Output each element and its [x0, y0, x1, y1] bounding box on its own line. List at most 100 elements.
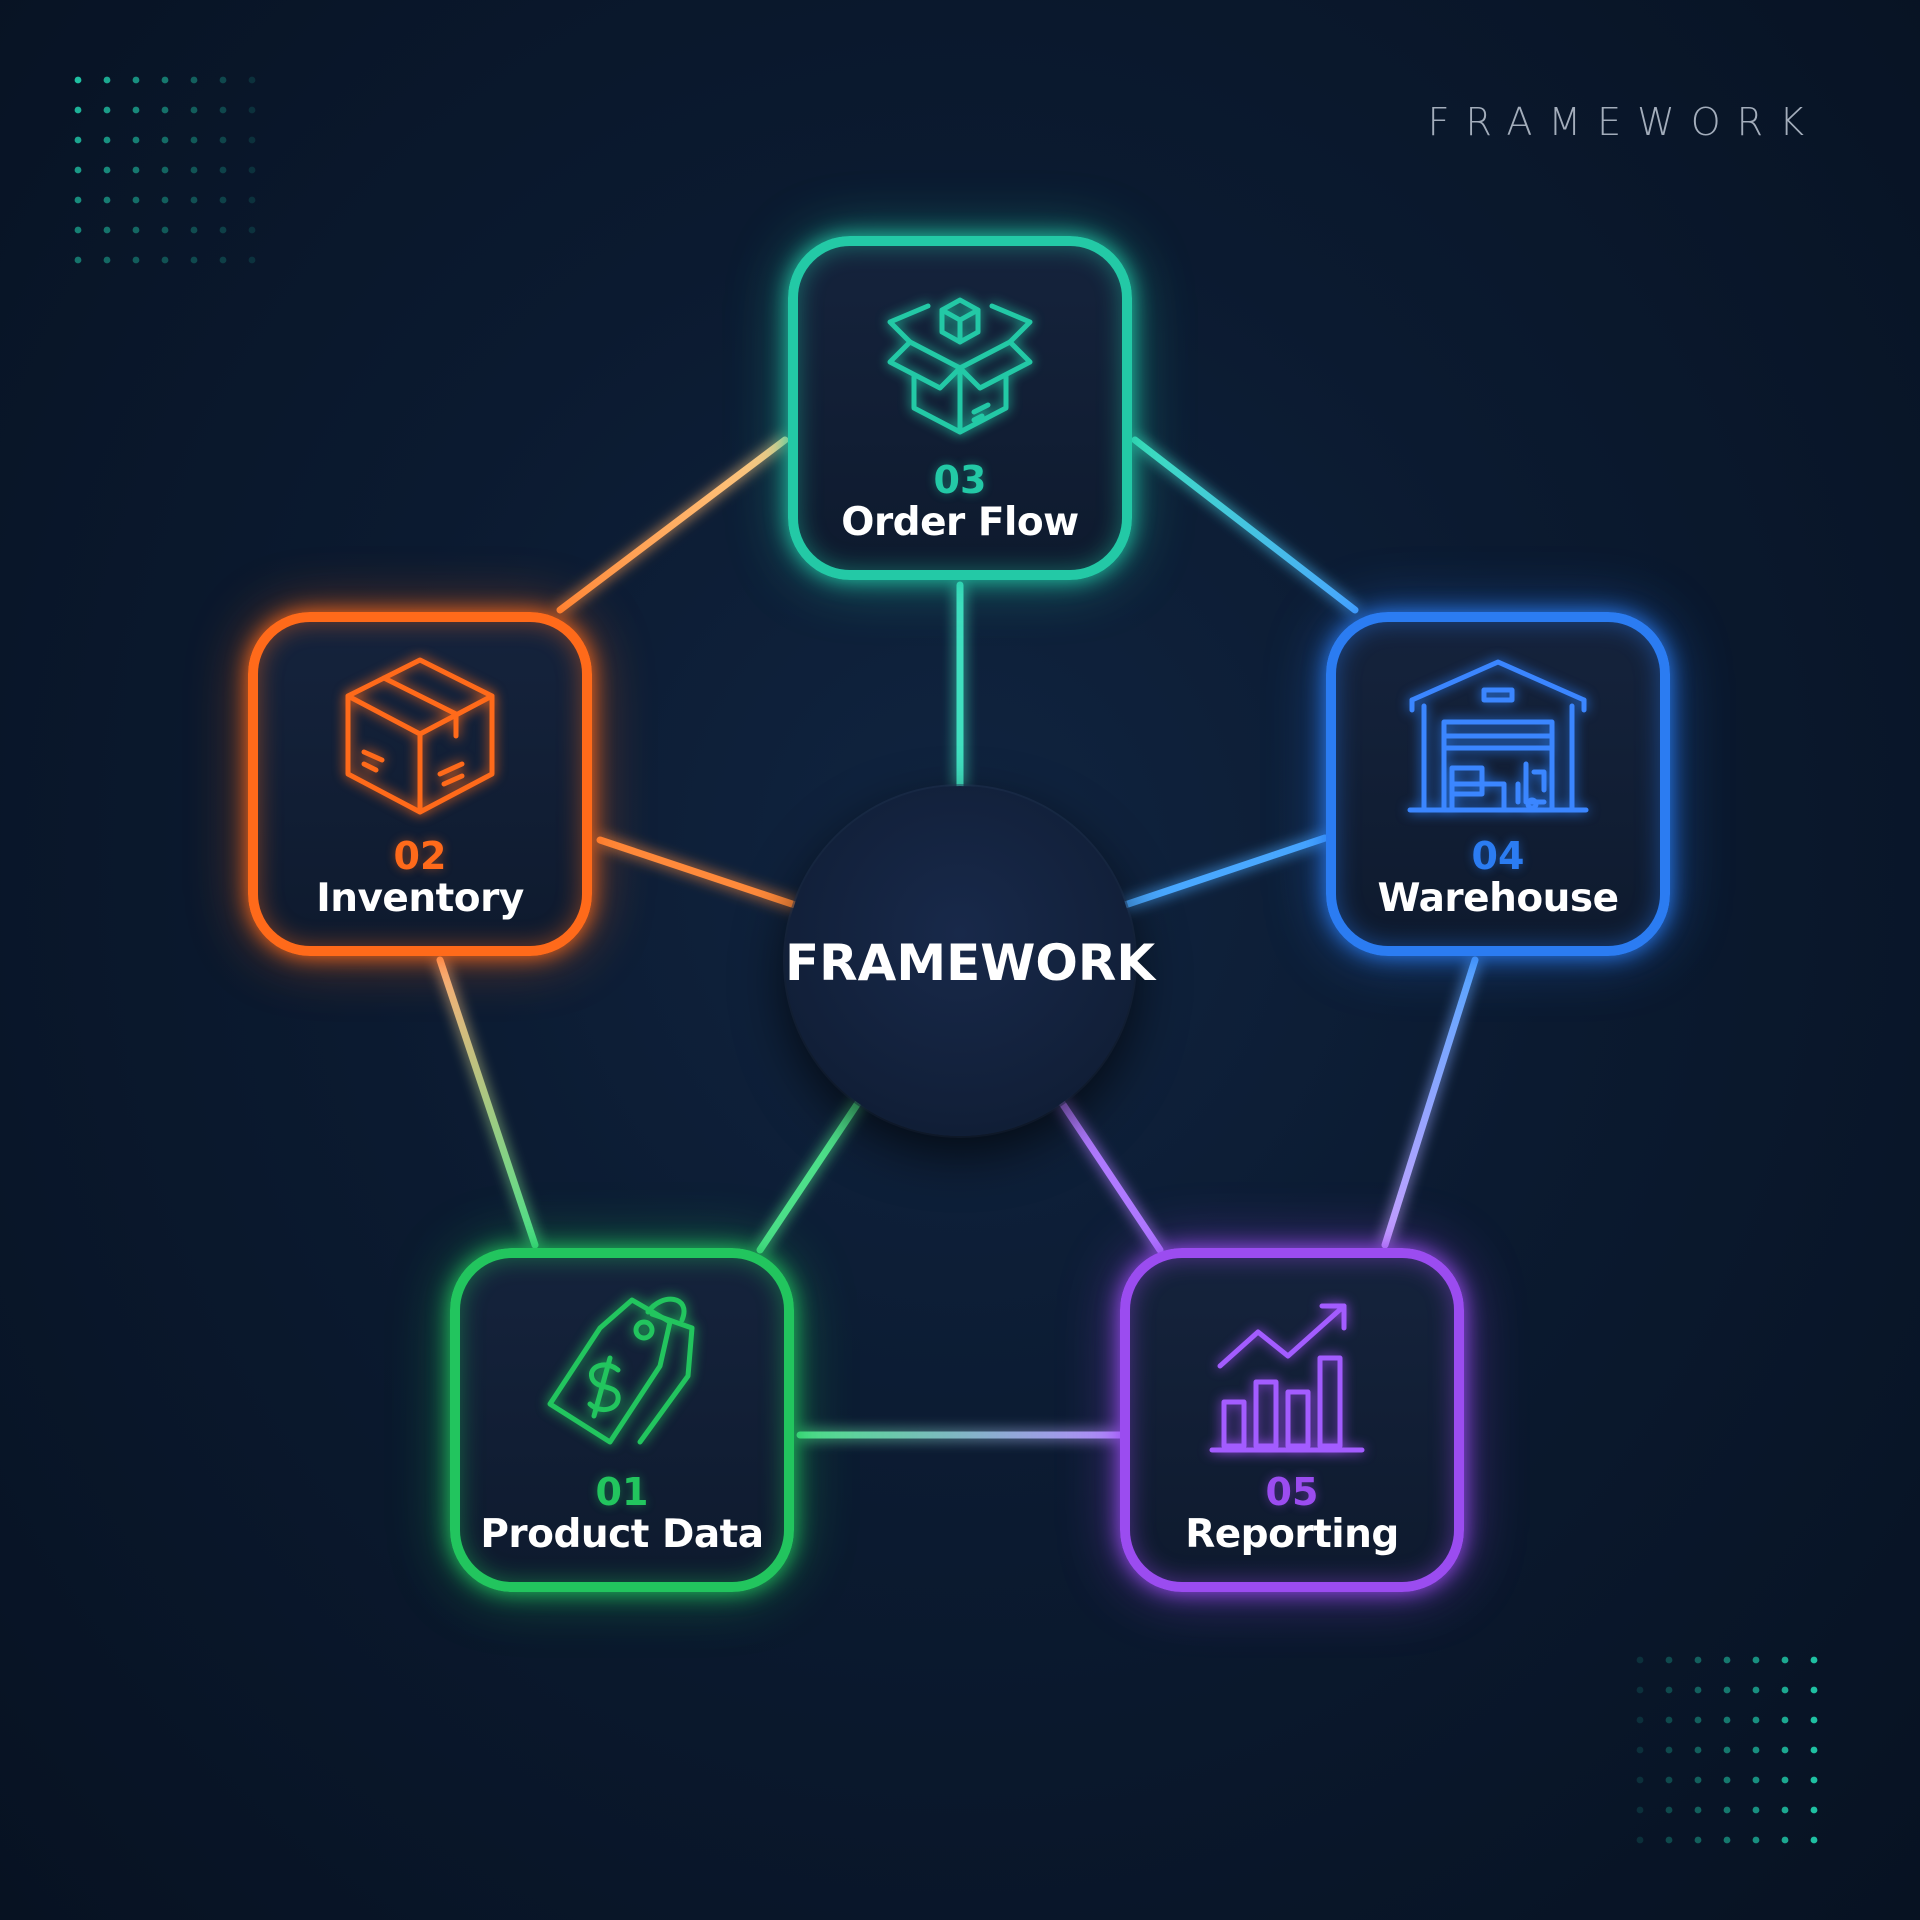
decor-dot [1752, 1656, 1760, 1664]
decor-dot [190, 76, 198, 84]
decor-dot [1752, 1686, 1760, 1694]
decor-dot [1694, 1746, 1702, 1754]
decor-dot [219, 136, 227, 144]
decor-dot [190, 256, 198, 264]
decor-dot [1810, 1776, 1818, 1784]
decor-dot [1781, 1686, 1789, 1694]
connector-inventory-orderflow [556, 436, 789, 614]
decor-dot [1636, 1776, 1644, 1784]
bar-chart-growth-icon [1202, 1292, 1382, 1453]
decor-dot [1781, 1656, 1789, 1664]
node-product-data: 01 Product Data [450, 1248, 794, 1592]
corner-title: FRAMEWORK [1427, 100, 1820, 144]
spoke-reporting-hub [1056, 1096, 1164, 1254]
spoke-inventory-hub [596, 836, 799, 909]
step-label: Reporting [1185, 1512, 1399, 1557]
decor-dot [103, 196, 111, 204]
decor-dot [74, 106, 82, 114]
decor-dot [190, 196, 198, 204]
connector-inventory-productdata [436, 956, 539, 1249]
decor-dot [1810, 1806, 1818, 1814]
decor-dot [74, 226, 82, 234]
decor-dot [1665, 1836, 1673, 1844]
step-number: 02 [393, 834, 447, 878]
decor-dot [1636, 1686, 1644, 1694]
decor-dot [248, 196, 256, 204]
package-box-icon [330, 656, 510, 816]
decor-dot [161, 166, 169, 174]
decor-dot [219, 196, 227, 204]
decor-dot [1781, 1716, 1789, 1724]
dot-grid-decoration [1636, 1656, 1818, 1844]
step-number: 01 [595, 1470, 649, 1514]
decor-dot [1665, 1686, 1673, 1694]
decor-dot [132, 76, 140, 84]
decor-dot [1665, 1806, 1673, 1814]
decor-dot [74, 166, 82, 174]
warehouse-icon [1407, 656, 1589, 816]
step-number: 03 [933, 458, 987, 502]
decor-dot [190, 166, 198, 174]
decor-dot [1752, 1746, 1760, 1754]
step-number: 04 [1471, 834, 1525, 878]
node-warehouse: 04 Warehouse [1326, 612, 1670, 956]
decor-dot [1694, 1776, 1702, 1784]
decor-dot [1723, 1656, 1731, 1664]
decor-dot [103, 106, 111, 114]
decor-dot [132, 226, 140, 234]
decor-dot [190, 226, 198, 234]
decor-dot [1810, 1746, 1818, 1754]
decor-dot [219, 226, 227, 234]
decor-dot [161, 256, 169, 264]
decor-dot [190, 106, 198, 114]
spoke-productdata-hub [756, 1096, 864, 1254]
decor-dot [1665, 1716, 1673, 1724]
decor-dot [1694, 1806, 1702, 1814]
decor-dot [1810, 1686, 1818, 1694]
decor-dot [1723, 1686, 1731, 1694]
decor-dot [103, 226, 111, 234]
decor-dot [132, 106, 140, 114]
decor-dot [248, 136, 256, 144]
decor-dot [1665, 1746, 1673, 1754]
decor-dot [132, 256, 140, 264]
decor-dot [1723, 1836, 1731, 1844]
decor-dot [103, 136, 111, 144]
decor-dot [1781, 1836, 1789, 1844]
step-number: 05 [1265, 1470, 1319, 1514]
decor-dot [1694, 1686, 1702, 1694]
decor-dot [74, 256, 82, 264]
decor-dot [1781, 1806, 1789, 1814]
decor-dot [1752, 1806, 1760, 1814]
node-reporting: 05 Reporting [1120, 1248, 1464, 1592]
connector-orderflow-warehouse [1131, 436, 1359, 614]
decor-dot [74, 136, 82, 144]
decor-dot [1752, 1776, 1760, 1784]
decor-dot [248, 256, 256, 264]
decor-dot [1810, 1656, 1818, 1664]
connector-warehouse-reporting [1381, 956, 1479, 1249]
decor-dot [1636, 1656, 1644, 1664]
decor-dot [248, 76, 256, 84]
decor-dot [1810, 1716, 1818, 1724]
decor-dot [161, 136, 169, 144]
decor-dot [161, 106, 169, 114]
decor-dot [1694, 1836, 1702, 1844]
decor-dot [1665, 1776, 1673, 1784]
decor-dot [1723, 1776, 1731, 1784]
node-order-flow: 03 Order Flow [788, 236, 1132, 580]
decor-dot [1781, 1776, 1789, 1784]
decor-dot [1723, 1806, 1731, 1814]
decor-dot [1694, 1716, 1702, 1724]
decor-dot [190, 136, 198, 144]
decor-dot [74, 196, 82, 204]
decor-dot [132, 166, 140, 174]
decor-dot [219, 76, 227, 84]
decor-dot [248, 226, 256, 234]
decor-dot [103, 256, 111, 264]
decor-dot [161, 226, 169, 234]
decor-dot [1636, 1836, 1644, 1844]
decor-dot [219, 166, 227, 174]
